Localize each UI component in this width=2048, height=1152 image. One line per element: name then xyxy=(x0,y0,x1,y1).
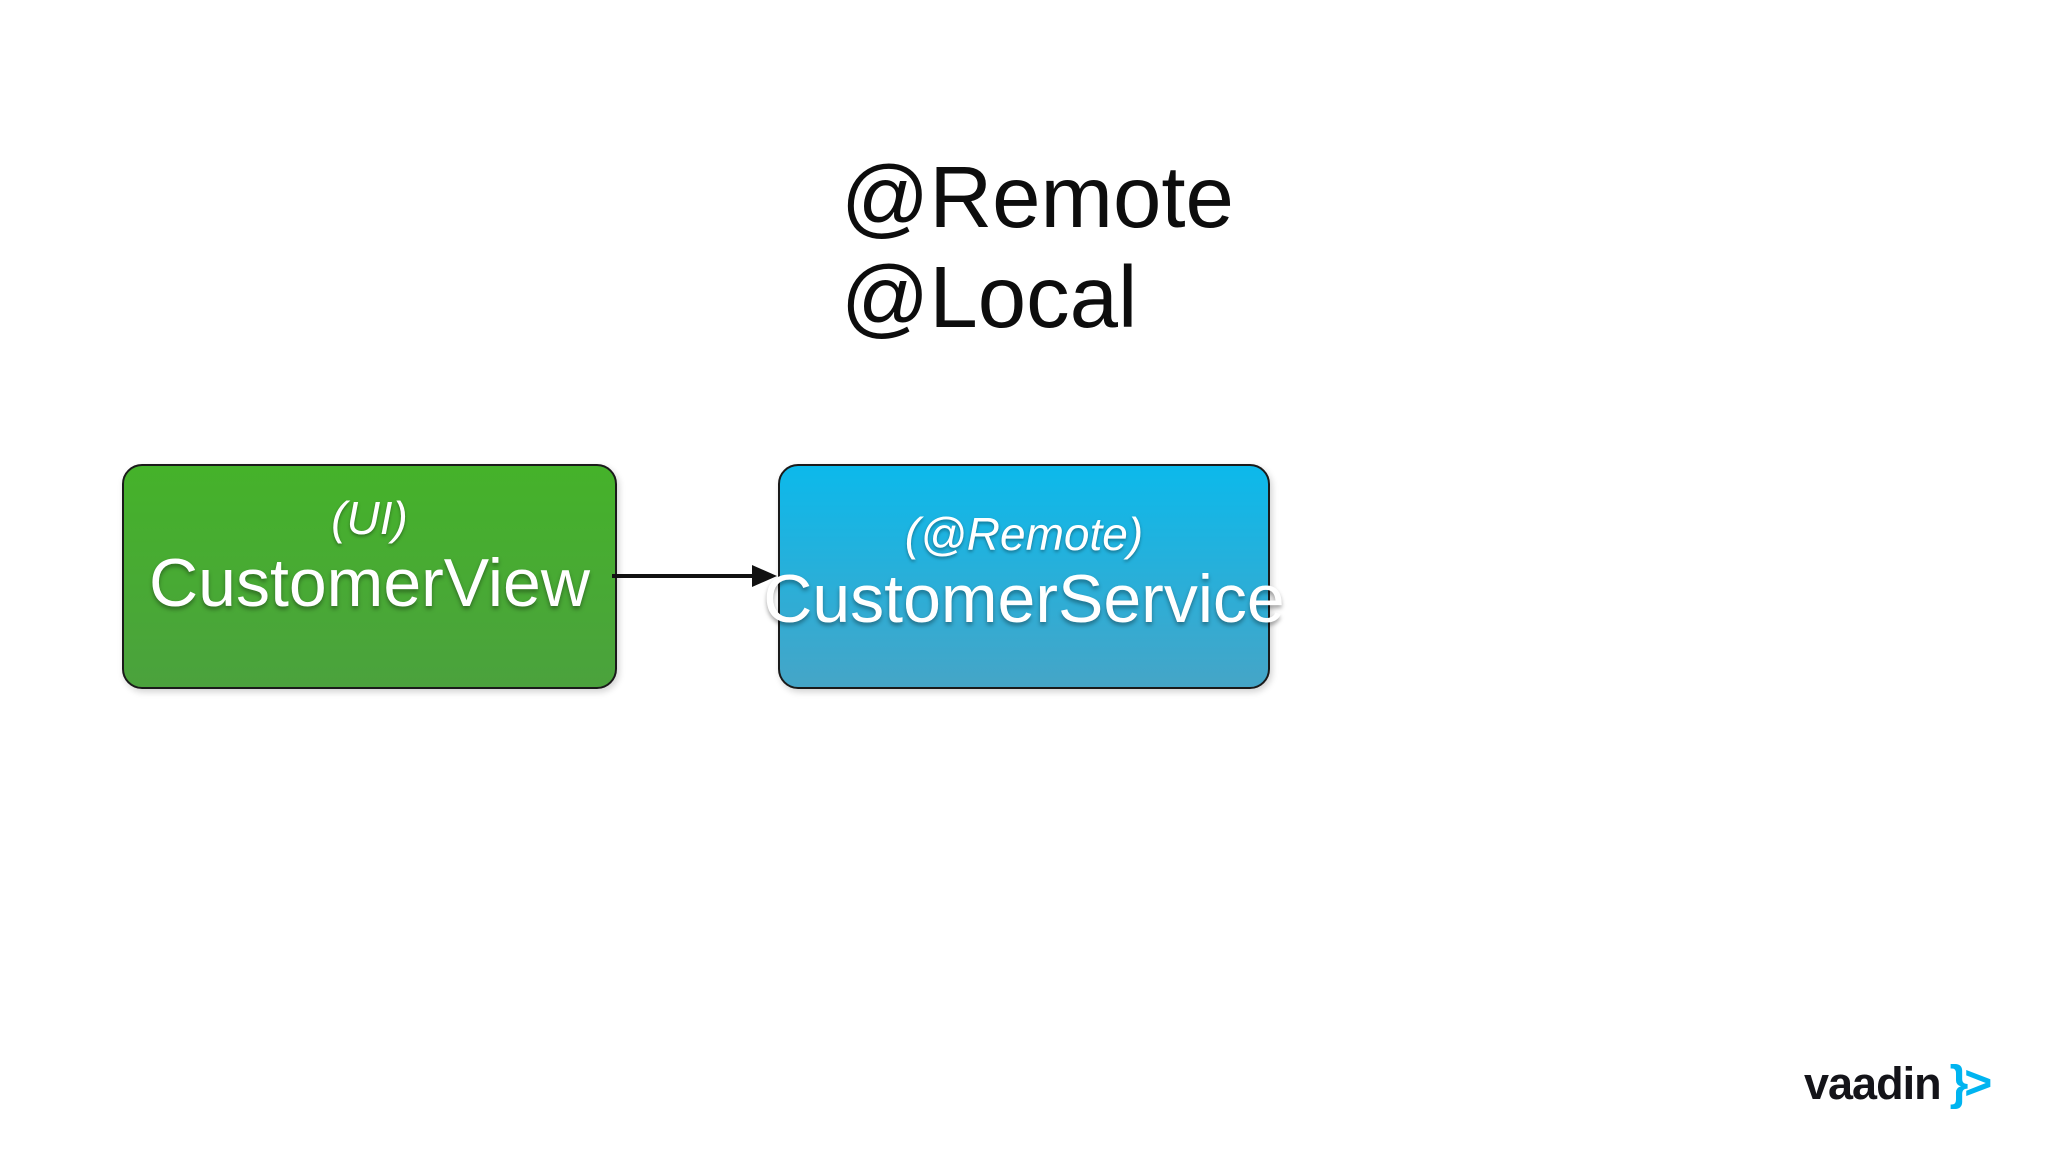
arrow-head-icon xyxy=(752,565,777,587)
node-customer-service: (@Remote) CustomerService xyxy=(763,464,1285,689)
arrow-connector xyxy=(612,565,777,587)
heading-line-local: @Local xyxy=(841,249,1138,346)
vaadin-brackets-icon: }> xyxy=(1949,1057,1993,1110)
node-customer-view: (UI) CustomerView xyxy=(122,464,617,689)
heading-line-remote: @Remote xyxy=(841,149,1234,246)
node-customer-view-name: CustomerView xyxy=(149,544,590,621)
slide-heading: @Remote @Local xyxy=(841,148,1234,348)
vaadin-logo: vaadin }> xyxy=(1804,1056,1993,1111)
node-customer-view-stereotype: (UI) xyxy=(331,491,408,544)
node-customer-service-stereotype: (@Remote) xyxy=(904,507,1144,560)
vaadin-wordmark: vaadin xyxy=(1804,1057,1942,1109)
node-customer-service-name: CustomerService xyxy=(763,560,1285,637)
